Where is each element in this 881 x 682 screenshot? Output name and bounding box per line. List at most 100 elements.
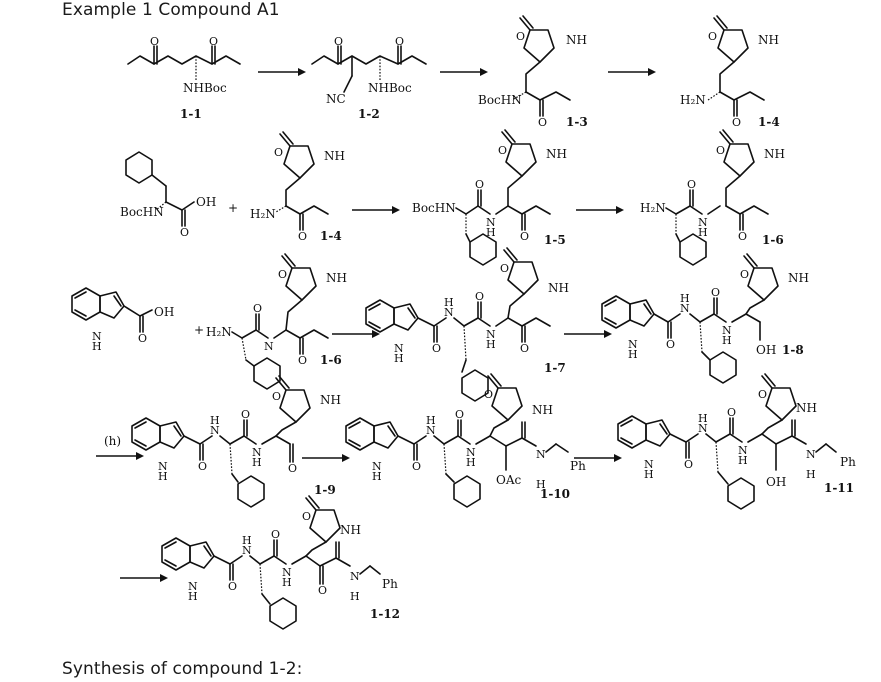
atom-label: H — [426, 414, 436, 427]
atom-label: O — [302, 510, 311, 523]
structure-1-6: H₂N O N H O NH O — [640, 129, 785, 266]
structure-1-4-reagent: O NH O H₂N — [250, 131, 345, 243]
atom-label: O — [209, 35, 218, 48]
reaction-arrow — [439, 67, 489, 77]
atom-label: NH — [340, 523, 361, 537]
compound-label: 1-6 — [762, 233, 784, 247]
atom-label: O — [298, 354, 307, 367]
atom-label: O — [666, 338, 675, 351]
atom-label: N — [486, 328, 496, 341]
atom-label: H — [698, 226, 708, 239]
atom-label: N — [698, 216, 708, 229]
atom-label: H — [680, 292, 690, 305]
page-title: Example 1 Compound A1 — [62, 0, 280, 20]
atom-label: N — [536, 448, 546, 461]
atom-label: O — [318, 584, 327, 597]
atom-label: NC — [326, 92, 346, 106]
structure-cyclohexylalanine: BocHN OH O — [120, 151, 216, 239]
atom-label: OAc — [496, 473, 522, 487]
atom-label: O — [395, 35, 404, 48]
compound-label: 1-6 — [320, 353, 342, 367]
compound-label: 1-11 — [824, 481, 854, 495]
atom-label: NH — [566, 33, 587, 47]
atom-label: O — [732, 116, 741, 129]
atom-label: H — [444, 296, 454, 309]
compound-label: 1-1 — [180, 107, 202, 121]
structure-1-2: O O NC NHBoc — [311, 35, 427, 106]
atom-label: H — [242, 534, 252, 547]
atom-label: H — [92, 340, 102, 353]
reaction-arrow — [257, 67, 307, 77]
structure-1-4: O NH O H₂N — [680, 15, 779, 129]
atom-label: BocHN — [478, 93, 522, 107]
atom-label: H — [282, 576, 292, 589]
atom-label: NH — [758, 33, 779, 47]
atom-label: O — [738, 230, 747, 243]
structure-1-10: N H O N H O N H O NH OAc N H Ph — [345, 373, 586, 508]
atom-label: N — [394, 342, 404, 355]
atom-label: N — [426, 424, 436, 437]
atom-label: O — [412, 460, 421, 473]
reaction-arrow — [563, 329, 613, 339]
plus-sign: + — [228, 201, 238, 215]
atom-label: O — [272, 390, 281, 403]
atom-label: O — [498, 144, 507, 157]
reaction-arrow — [119, 573, 169, 583]
structure-1-1: O O NHBoc — [127, 35, 241, 95]
atom-label: NH — [548, 281, 569, 295]
atom-label: NH — [320, 393, 341, 407]
atom-label: N — [466, 446, 476, 459]
atom-label: N — [242, 544, 252, 557]
atom-label: H — [372, 470, 382, 483]
atom-label: H — [698, 412, 708, 425]
compound-label: 1-8 — [782, 343, 804, 357]
atom-label: O — [288, 462, 297, 475]
atom-label: O — [475, 178, 484, 191]
atom-label: NH — [796, 401, 817, 415]
structure-1-11: N H O N H O N H O NH OH N H Ph — [617, 373, 856, 510]
atom-label: O — [711, 286, 720, 299]
section-heading: Synthesis of compound 1-2: — [62, 659, 303, 679]
reaction-arrow — [301, 453, 351, 463]
structure-1-8: N H O N H O N H O NH OH — [601, 253, 809, 384]
atom-label: H — [536, 478, 546, 491]
atom-label: NH — [326, 271, 347, 285]
atom-label: O — [758, 388, 767, 401]
atom-label: O — [298, 230, 307, 243]
atom-label: O — [684, 458, 693, 471]
atom-label: N — [680, 302, 690, 315]
atom-label: NH — [546, 147, 567, 161]
atom-label: O — [475, 290, 484, 303]
atom-label: H — [394, 352, 404, 365]
atom-label: NH — [532, 403, 553, 417]
atom-label: H₂N — [640, 201, 666, 215]
compound-label: 1-2 — [358, 107, 380, 121]
atom-label: BocHN — [120, 205, 164, 219]
atom-label: H — [188, 590, 198, 603]
atom-label: H₂N — [206, 325, 232, 339]
reaction-arrow — [95, 451, 145, 461]
compound-label: 1-10 — [540, 487, 570, 501]
atom-label: H — [628, 348, 638, 361]
reaction-arrow — [607, 67, 657, 77]
atom-label: NH — [324, 149, 345, 163]
atom-label: N — [158, 460, 168, 473]
atom-label: N — [252, 446, 262, 459]
atom-label: Ph — [570, 459, 586, 473]
structure-1-6-reagent: H₂N O N O NH O — [206, 253, 347, 390]
atom-label: O — [253, 302, 262, 315]
atom-label: N — [188, 580, 198, 593]
atom-label: O — [727, 406, 736, 419]
compound-label: 1-4 — [320, 229, 342, 243]
atom-label: OH — [196, 195, 216, 209]
atom-label: O — [334, 35, 343, 48]
atom-label: N — [444, 306, 454, 319]
atom-label: H — [158, 470, 168, 483]
atom-label: H₂N — [680, 93, 706, 107]
atom-label: H — [644, 468, 654, 481]
compound-label: 1-7 — [544, 361, 566, 375]
atom-label: N — [644, 458, 654, 471]
atom-label: NH — [764, 147, 785, 161]
plus-sign: + — [194, 323, 204, 337]
